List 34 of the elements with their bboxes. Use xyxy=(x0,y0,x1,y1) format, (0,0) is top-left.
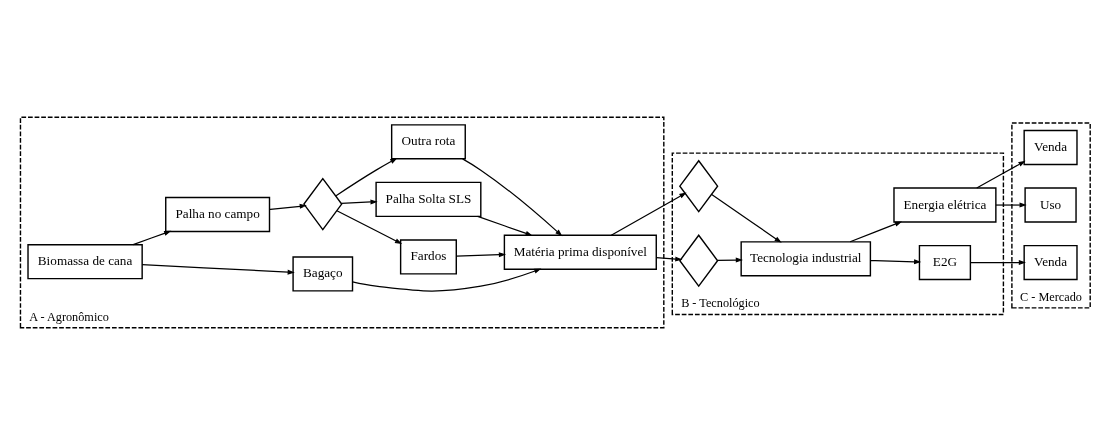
arrow xyxy=(969,259,1026,265)
node-box: Fardos xyxy=(399,238,457,275)
arrow xyxy=(340,198,378,204)
node-box: Energia elétrica xyxy=(893,186,997,223)
arrow xyxy=(716,257,743,263)
arrow xyxy=(711,193,782,243)
arrow xyxy=(141,263,295,275)
arrow xyxy=(352,268,542,292)
node-box: Outra rota xyxy=(390,123,466,160)
arrow xyxy=(995,202,1027,208)
arrow xyxy=(132,230,172,245)
arrow xyxy=(269,203,307,210)
node-box: Venda xyxy=(1023,244,1078,280)
node-box: Palha Solta SLS xyxy=(375,181,482,217)
arrow xyxy=(976,160,1026,189)
node-box: Bagaço xyxy=(292,255,354,292)
arrow xyxy=(477,215,533,236)
arrow xyxy=(849,220,903,242)
arrow xyxy=(461,157,563,236)
arrow xyxy=(335,157,398,196)
arrow xyxy=(869,258,922,264)
node-diamond xyxy=(303,176,343,231)
arrow xyxy=(610,192,687,236)
arrow xyxy=(455,251,507,257)
arrow xyxy=(655,256,683,262)
arrow xyxy=(336,209,403,244)
node-box: Biomassa de cana xyxy=(27,243,143,279)
node-box: E2G xyxy=(918,244,972,280)
node-box: Uso xyxy=(1024,186,1077,223)
node-box: Tecnologia industrial xyxy=(740,240,872,276)
node-box: Venda xyxy=(1023,129,1078,165)
node-box: Palha no campo xyxy=(165,196,271,232)
node-diamond xyxy=(678,233,719,287)
node-box: Matéria prima disponível xyxy=(503,234,657,270)
